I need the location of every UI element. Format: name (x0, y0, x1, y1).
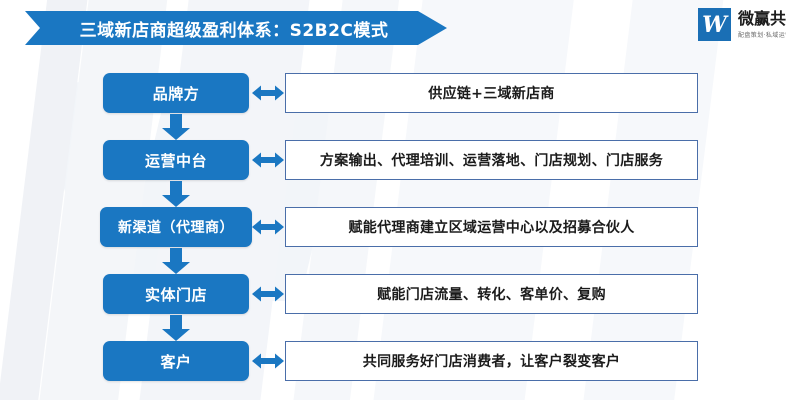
description-label: 赋能代理商建立区域运营中心以及招募合伙人 (348, 220, 635, 236)
brand-logo: W 微赢共创 配盘策划·私域运营 (698, 8, 786, 41)
stage-label: 品牌方 (152, 84, 200, 103)
logo-tagline: 配盘策划·私域运营 (738, 31, 786, 39)
double-arrow-icon (252, 218, 284, 236)
title-banner: 三域新店商超级盈利体系：S2B2C模式 (25, 11, 447, 45)
stage-box-customer[interactable]: 客户 (103, 341, 249, 381)
logo-text-group: 微赢共创 配盘策划·私域运营 (738, 10, 786, 39)
stage-box-operations-hub[interactable]: 运营中台 (103, 140, 249, 180)
flow-diagram: 品牌方 供应链+三域新店商 运营中台 (0, 58, 786, 400)
double-arrow-icon (252, 151, 284, 169)
down-arrow-icon (160, 181, 192, 207)
stage-box-new-channel[interactable]: 新渠道（代理商） (100, 207, 252, 247)
down-arrow-icon (160, 248, 192, 274)
description-label: 赋能门店流量、转化、客单价、复购 (377, 287, 606, 303)
stage-label: 新渠道（代理商） (118, 220, 234, 236)
flow-row: 品牌方 供应链+三域新店商 (0, 73, 786, 113)
down-arrow-icon (160, 315, 192, 341)
page-title: 三域新店商超级盈利体系：S2B2C模式 (79, 20, 389, 41)
double-arrow-icon (252, 352, 284, 370)
description-label: 方案输出、代理培训、运营落地、门店规划、门店服务 (319, 153, 664, 169)
flow-row: 运营中台 方案输出、代理培训、运营落地、门店规划、门店服务 (0, 140, 786, 180)
stage-label: 客户 (160, 352, 192, 371)
down-arrow-icon (160, 114, 192, 140)
description-box[interactable]: 赋能门店流量、转化、客单价、复购 (285, 274, 698, 314)
stage-box-brand[interactable]: 品牌方 (103, 73, 249, 113)
stage-box-physical-store[interactable]: 实体门店 (103, 274, 249, 314)
stage-label: 运营中台 (144, 151, 207, 170)
description-label: 供应链+三域新店商 (428, 86, 555, 102)
slide-header: 三域新店商超级盈利体系：S2B2C模式 W 微赢共创 配盘策划·私域运营 (0, 0, 786, 58)
description-box[interactable]: 共同服务好门店消费者，让客户裂变客户 (285, 341, 698, 381)
double-arrow-icon (252, 84, 284, 102)
flow-row: 新渠道（代理商） 赋能代理商建立区域运营中心以及招募合伙人 (0, 207, 786, 247)
description-label: 共同服务好门店消费者，让客户裂变客户 (362, 354, 621, 370)
description-box[interactable]: 方案输出、代理培训、运营落地、门店规划、门店服务 (285, 140, 698, 180)
stage-label: 实体门店 (144, 285, 207, 304)
logo-name: 微赢共创 (738, 9, 786, 29)
flow-row: 客户 共同服务好门店消费者，让客户裂变客户 (0, 341, 786, 381)
flow-row: 实体门店 赋能门店流量、转化、客单价、复购 (0, 274, 786, 314)
description-box[interactable]: 赋能代理商建立区域运营中心以及招募合伙人 (285, 207, 698, 247)
double-arrow-icon (252, 285, 284, 303)
description-box[interactable]: 供应链+三域新店商 (285, 73, 698, 113)
logo-mark-icon: W (698, 8, 731, 41)
